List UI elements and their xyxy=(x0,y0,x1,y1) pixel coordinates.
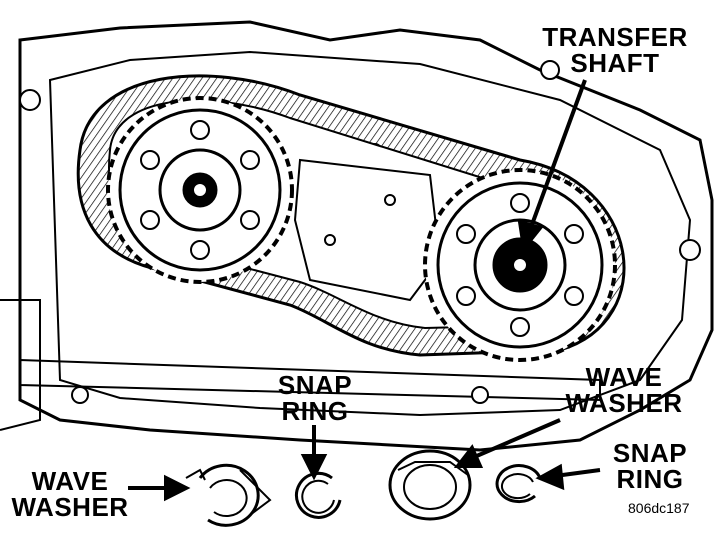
snap-ring-center-label-line2: RING xyxy=(281,396,349,426)
wave-washer-right xyxy=(388,449,472,521)
transfer-shaft-label: TRANSFER SHAFT xyxy=(540,24,690,76)
snap-ring-right xyxy=(495,464,542,504)
wave-washer-left xyxy=(185,463,272,527)
figure-code: 806dc187 xyxy=(628,500,690,516)
transfer-shaft-label-line2: SHAFT xyxy=(570,48,660,78)
housing-bolts xyxy=(19,60,701,404)
transfer-sprocket xyxy=(423,168,617,362)
wave-washer-left-label-line2: WASHER xyxy=(11,492,129,522)
wave-washer-right-label: WAVE WASHER xyxy=(560,364,688,416)
snap-ring-center-label: SNAP RING xyxy=(270,372,360,424)
leader-arrows xyxy=(128,79,601,502)
wave-washer-right-label-line1: WAVE xyxy=(585,362,663,392)
wave-washer-right-arrow xyxy=(471,418,561,460)
transfer-shaft-arrow xyxy=(528,79,587,231)
snap-ring-center-label-line1: SNAP xyxy=(277,370,353,400)
drive-sprocket xyxy=(106,96,294,284)
housing xyxy=(0,20,714,452)
snap-ring-right-label: SNAP RING xyxy=(605,440,695,492)
snap-ring-right-label-line2: RING xyxy=(616,464,684,494)
snap-ring-right-label-line1: SNAP xyxy=(612,438,688,468)
snap-ring-center xyxy=(294,471,342,519)
wave-washer-left-label: WAVE WASHER xyxy=(4,468,136,520)
wave-washer-right-label-line2: WASHER xyxy=(565,388,683,418)
wave-washer-left-label-line1: WAVE xyxy=(31,466,109,496)
center-plate xyxy=(293,158,442,302)
transfer-shaft-label-line1: TRANSFER xyxy=(542,22,688,52)
